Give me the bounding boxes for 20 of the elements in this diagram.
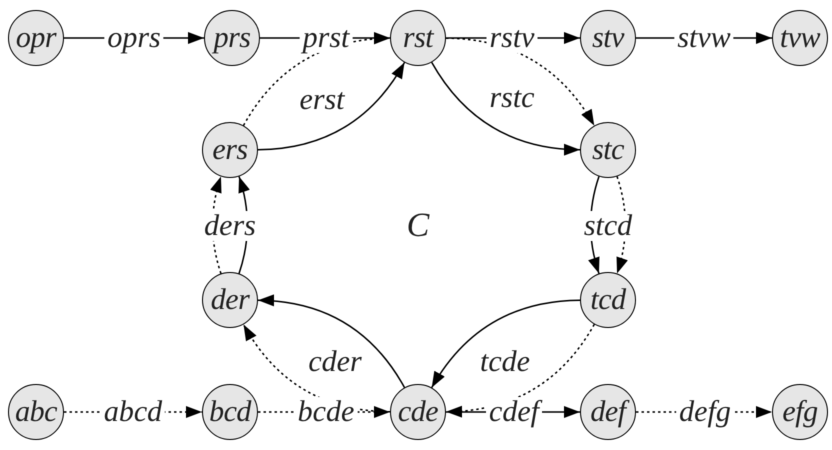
state-label: abc — [15, 397, 57, 427]
state-label: opr — [16, 23, 56, 53]
state-label: stv — [592, 23, 624, 53]
edge-label: cdef — [486, 397, 542, 427]
arrow — [258, 62, 406, 151]
region-label: C — [406, 209, 430, 243]
arrow — [258, 294, 406, 388]
state-label: efg — [782, 397, 818, 427]
arrow — [431, 299, 580, 388]
arrow — [431, 62, 580, 156]
state-label: der — [210, 285, 250, 315]
state-label: tcd — [590, 285, 626, 315]
state-label: rst — [402, 23, 434, 53]
state-label: prs — [214, 23, 250, 53]
state-label: stc — [592, 135, 624, 165]
edge-label: defg — [676, 397, 734, 427]
state-label: ers — [212, 135, 248, 165]
state-label: cde — [398, 397, 438, 427]
state-label: tvw — [780, 23, 820, 53]
state-label: bcd — [209, 397, 251, 427]
